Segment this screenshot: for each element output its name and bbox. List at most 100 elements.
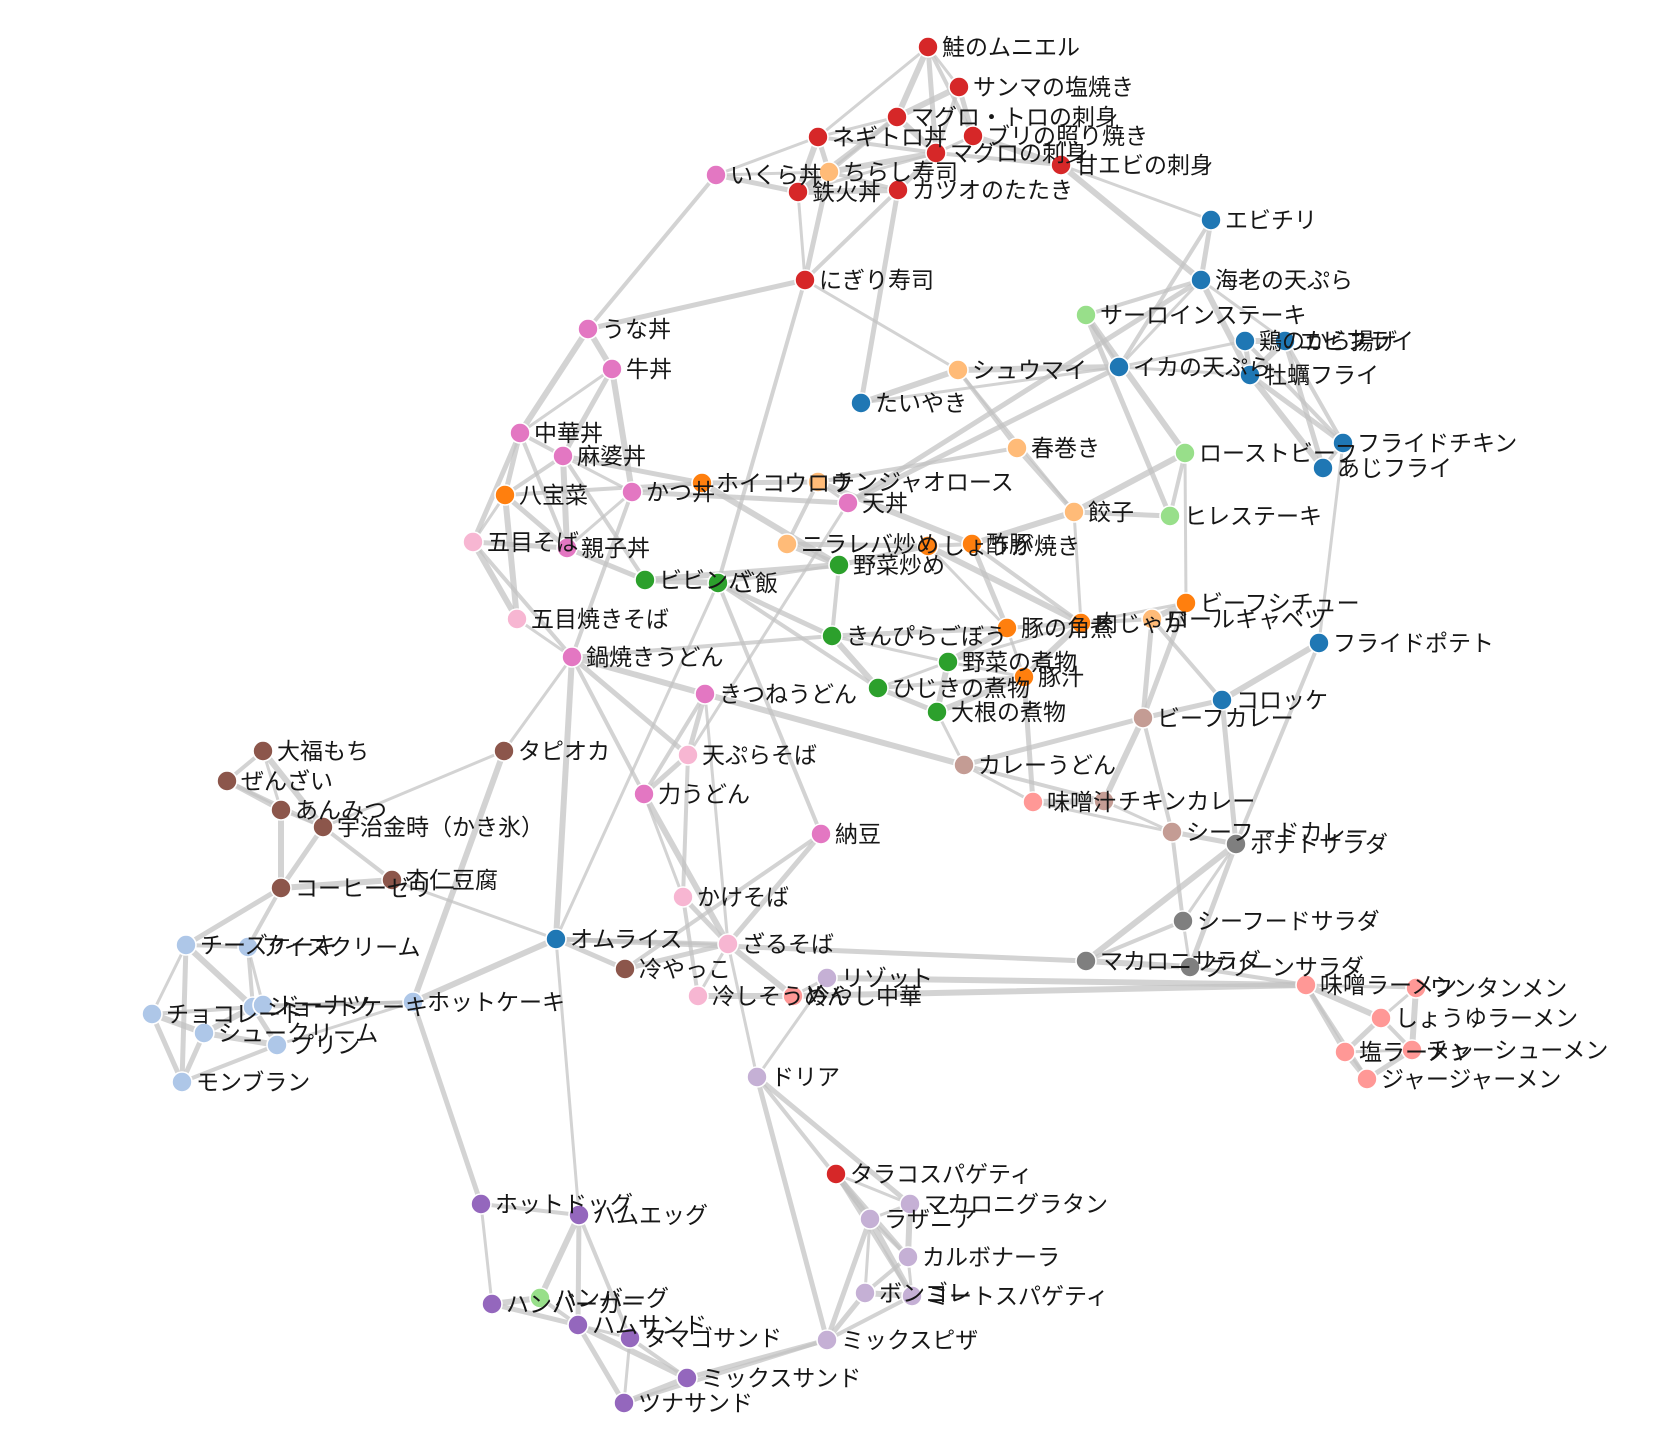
graph-node-チョコレート[interactable]	[141, 1003, 163, 1025]
graph-node-エビチリ[interactable]	[1200, 209, 1222, 231]
graph-node-冷やっこ[interactable]	[614, 958, 636, 980]
graph-node-春巻き[interactable]	[1006, 437, 1028, 459]
graph-node-ミートスパゲティ[interactable]	[901, 1285, 923, 1307]
graph-node-チキンカレー[interactable]	[1093, 790, 1115, 812]
graph-node-豚汁[interactable]	[1013, 666, 1035, 688]
graph-node-フライドチキン[interactable]	[1332, 432, 1354, 454]
graph-node-塩ラーメン[interactable]	[1334, 1041, 1356, 1063]
graph-node-エビフライ[interactable]	[1274, 330, 1296, 352]
graph-node-うな丼[interactable]	[577, 318, 599, 340]
graph-node-鍋焼きうどん[interactable]	[561, 646, 583, 668]
graph-node-鮭のムニエル[interactable]	[917, 36, 939, 58]
graph-node-かつ丼[interactable]	[621, 481, 643, 503]
graph-node-かけそば[interactable]	[672, 886, 694, 908]
graph-node-ニラレバ炒め[interactable]	[776, 533, 798, 555]
graph-node-コーヒーゼリー[interactable]	[270, 877, 292, 899]
graph-node-カルボナーラ[interactable]	[897, 1246, 919, 1268]
graph-node-ハムエッグ[interactable]	[568, 1204, 590, 1226]
graph-node-ホットケーキ[interactable]	[402, 991, 424, 1013]
graph-node-鶏のから揚げ[interactable]	[1234, 330, 1256, 352]
graph-node-グリーンサラダ[interactable]	[1179, 956, 1201, 978]
graph-node-シュウマイ[interactable]	[947, 359, 969, 381]
graph-node-サンマの塩焼き[interactable]	[948, 76, 970, 98]
graph-node-ジャージャーメン[interactable]	[1356, 1068, 1378, 1090]
graph-node-五目焼きそば[interactable]	[506, 608, 528, 630]
graph-node-しょうゆラーメン[interactable]	[1370, 1007, 1392, 1029]
graph-node-タピオカ[interactable]	[493, 740, 515, 762]
graph-node-牛丼[interactable]	[601, 358, 623, 380]
graph-node-ワンタンメン[interactable]	[1405, 977, 1427, 999]
graph-node-味噌ラーメン[interactable]	[1295, 974, 1317, 996]
graph-node-いくら丼[interactable]	[705, 164, 727, 186]
graph-node-シーフードカレー[interactable]	[1161, 821, 1183, 843]
graph-node-ロールキャベツ[interactable]	[1141, 608, 1163, 630]
graph-node-ポテトサラダ[interactable]	[1225, 833, 1247, 855]
graph-node-ぜんざい[interactable]	[216, 770, 238, 792]
graph-node-オムライス[interactable]	[545, 928, 567, 950]
graph-node-タラコスパゲティ[interactable]	[825, 1163, 847, 1185]
graph-node-リゾット[interactable]	[816, 967, 838, 989]
graph-node-たいやき[interactable]	[850, 392, 872, 414]
graph-node-ビビンバ[interactable]	[634, 569, 656, 591]
graph-node-チーズケーキ[interactable]	[175, 934, 197, 956]
graph-node-ネギトロ丼[interactable]	[807, 126, 829, 148]
graph-node-野菜の煮物[interactable]	[937, 651, 959, 673]
graph-node-ハンバーグ[interactable]	[529, 1287, 551, 1309]
graph-node-コロッケ[interactable]	[1211, 689, 1233, 711]
graph-node-ミックスサンド[interactable]	[676, 1367, 698, 1389]
graph-node-ホットドッグ[interactable]	[470, 1193, 492, 1215]
graph-node-天丼[interactable]	[837, 492, 859, 514]
graph-node-ツナサンド[interactable]	[613, 1392, 635, 1414]
graph-node-ひじきの煮物[interactable]	[867, 677, 889, 699]
graph-node-肉じゃが[interactable]	[1070, 612, 1092, 634]
graph-node-マグロの刺身[interactable]	[925, 142, 947, 164]
graph-node-ホイコウロウ[interactable]	[691, 472, 713, 494]
graph-node-プリン[interactable]	[266, 1034, 288, 1056]
graph-node-納豆[interactable]	[810, 823, 832, 845]
graph-node-ローストビーフ[interactable]	[1174, 442, 1196, 464]
graph-node-フライドポテト[interactable]	[1308, 632, 1330, 654]
graph-node-イカの天ぷら[interactable]	[1108, 356, 1130, 378]
graph-node-マカロニサラダ[interactable]	[1075, 950, 1097, 972]
graph-node-にぎり寿司[interactable]	[794, 269, 816, 291]
graph-node-酢豚[interactable]	[961, 533, 983, 555]
graph-node-大福もち[interactable]	[252, 740, 274, 762]
graph-node-しょうが焼き[interactable]	[917, 535, 939, 557]
graph-node-シーフードサラダ[interactable]	[1172, 910, 1194, 932]
graph-node-きつねうどん[interactable]	[694, 683, 716, 705]
graph-node-ハンバーガー[interactable]	[481, 1293, 503, 1315]
graph-node-モンブラン[interactable]	[171, 1071, 193, 1093]
graph-node-ドリア[interactable]	[746, 1066, 768, 1088]
graph-node-冷やし中華[interactable]	[782, 985, 804, 1007]
graph-node-八宝菜[interactable]	[494, 484, 516, 506]
graph-node-力うどん[interactable]	[633, 783, 655, 805]
graph-node-餃子[interactable]	[1063, 501, 1085, 523]
graph-node-カツオのたたき[interactable]	[887, 179, 909, 201]
graph-node-あじフライ[interactable]	[1312, 457, 1334, 479]
graph-node-豚の角煮[interactable]	[996, 617, 1018, 639]
graph-node-ビーフシチュー[interactable]	[1175, 592, 1197, 614]
graph-node-天ぷらそば[interactable]	[677, 744, 699, 766]
graph-node-野菜炒め[interactable]	[828, 554, 850, 576]
graph-node-鉄火丼[interactable]	[787, 181, 809, 203]
graph-node-チャーシューメン[interactable]	[1401, 1039, 1423, 1061]
graph-node-冷しそうめん[interactable]	[687, 985, 709, 1007]
graph-node-ビーフカレー[interactable]	[1132, 707, 1154, 729]
graph-node-マカロニグラタン[interactable]	[899, 1193, 921, 1215]
graph-node-味噌汁[interactable]	[1022, 791, 1044, 813]
graph-node-海老の天ぷら[interactable]	[1190, 269, 1212, 291]
graph-node-中華丼[interactable]	[509, 422, 531, 444]
graph-node-アイスクリーム[interactable]	[237, 936, 259, 958]
graph-node-ブリの照り焼き[interactable]	[962, 125, 984, 147]
graph-node-宇治金時（かき氷）[interactable]	[312, 816, 334, 838]
graph-node-きんぴらごぼう[interactable]	[821, 625, 843, 647]
graph-node-シュークリーム[interactable]	[193, 1022, 215, 1044]
graph-node-五目そば[interactable]	[462, 531, 484, 553]
graph-node-あんみつ[interactable]	[270, 799, 292, 821]
graph-node-ちらし寿司[interactable]	[818, 161, 840, 183]
graph-node-麻婆丼[interactable]	[552, 445, 574, 467]
graph-node-牡蠣フライ[interactable]	[1239, 364, 1261, 386]
graph-node-大根の煮物[interactable]	[926, 701, 948, 723]
graph-node-チンジャオロース[interactable]	[807, 471, 829, 493]
graph-node-ヒレステーキ[interactable]	[1159, 505, 1181, 527]
